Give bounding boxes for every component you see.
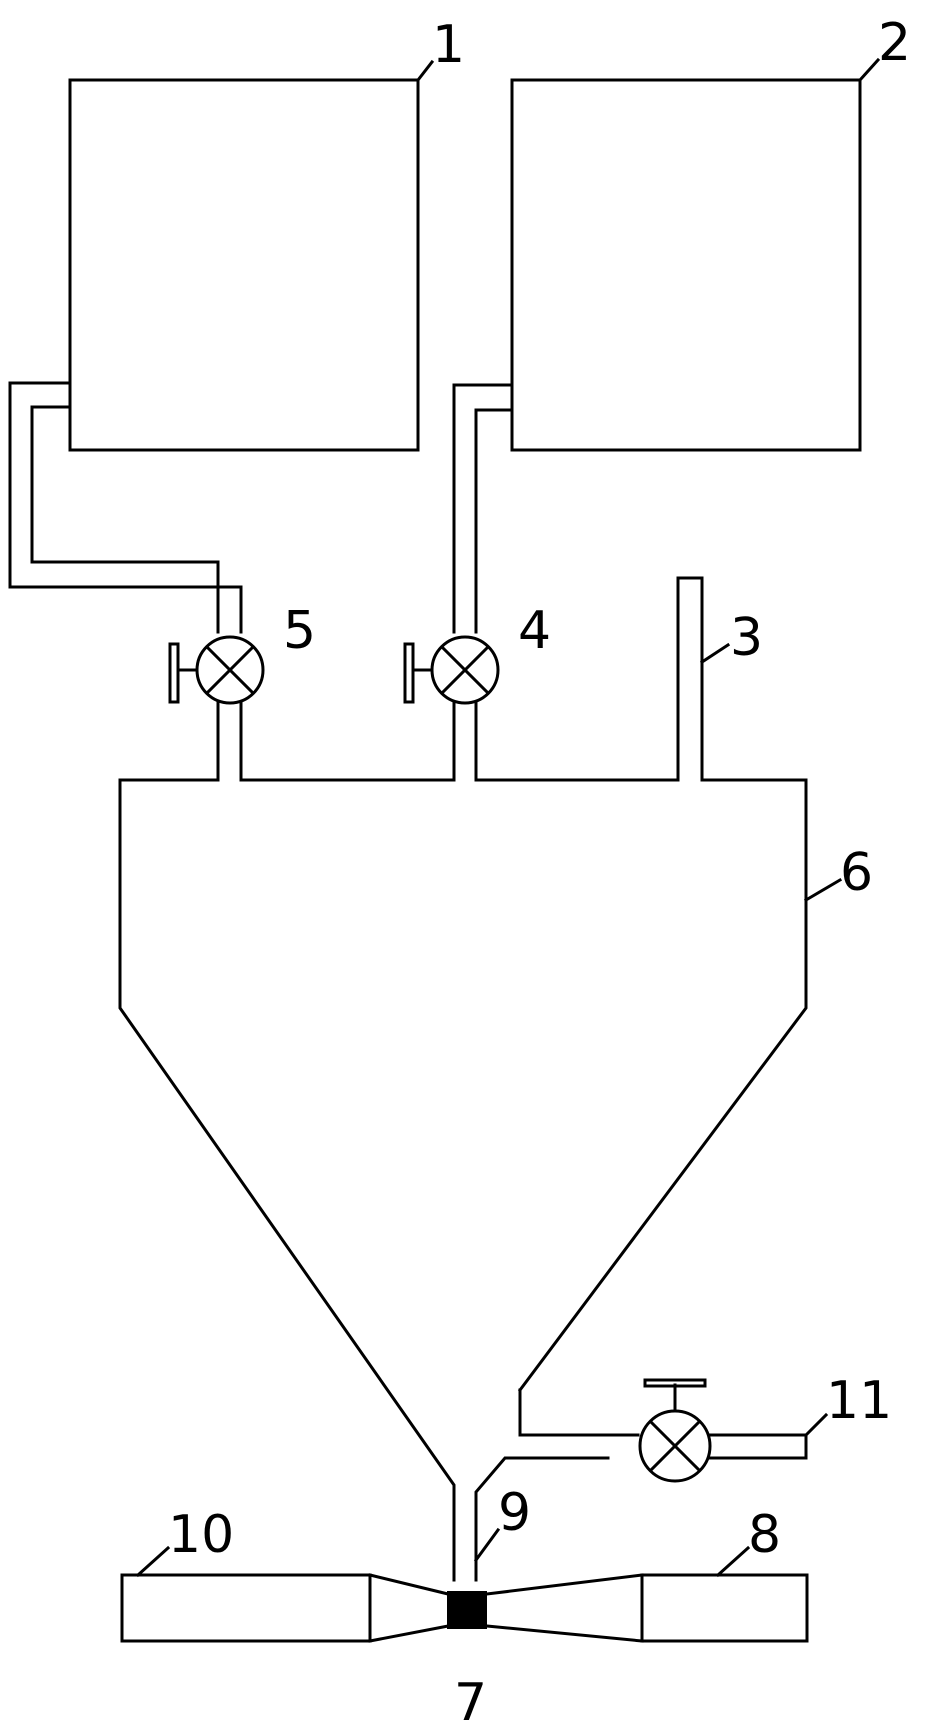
- leader-line-11: [803, 1412, 829, 1438]
- leader-line-10: [135, 1545, 171, 1578]
- inlet-pipe-11: [518, 1388, 808, 1460]
- nozzle-10: [120, 1573, 450, 1643]
- label-4: 4: [518, 601, 551, 661]
- pipe-tank1-outer: [8, 381, 243, 634]
- valve-5: [168, 635, 265, 705]
- vent-pipe-3: [676, 576, 704, 782]
- pipe-tank1-inner: [30, 405, 220, 634]
- label-10: 10: [168, 1505, 234, 1565]
- nozzle-8: [485, 1573, 809, 1643]
- label-3: 3: [730, 608, 763, 668]
- valve-4: [403, 635, 500, 705]
- junction-7: [447, 1591, 487, 1629]
- tank-1: [68, 78, 420, 452]
- tank-2: [510, 78, 862, 452]
- leader-line-3: [699, 642, 731, 665]
- label-8: 8: [748, 1505, 781, 1565]
- leader-line-2: [857, 57, 881, 83]
- label-5: 5: [283, 601, 316, 661]
- leader-line-6: [803, 877, 843, 903]
- pipe-valve4-down: [452, 701, 478, 782]
- label-7: 7: [454, 1673, 487, 1733]
- leader-line-9: [473, 1527, 501, 1563]
- label-1: 1: [432, 15, 465, 75]
- pipe-tank2-outer: [452, 383, 514, 634]
- label-11: 11: [826, 1371, 892, 1431]
- pipe-tank2-inner: [474, 408, 514, 634]
- pipe-valve5-down: [216, 701, 243, 782]
- leader-line-8: [715, 1545, 751, 1578]
- leader-line-1: [415, 59, 435, 83]
- label-6: 6: [840, 843, 873, 903]
- hopper-6: [118, 778, 808, 1582]
- label-9: 9: [498, 1483, 531, 1543]
- valve-11: [638, 1378, 712, 1483]
- label-2: 2: [878, 13, 911, 73]
